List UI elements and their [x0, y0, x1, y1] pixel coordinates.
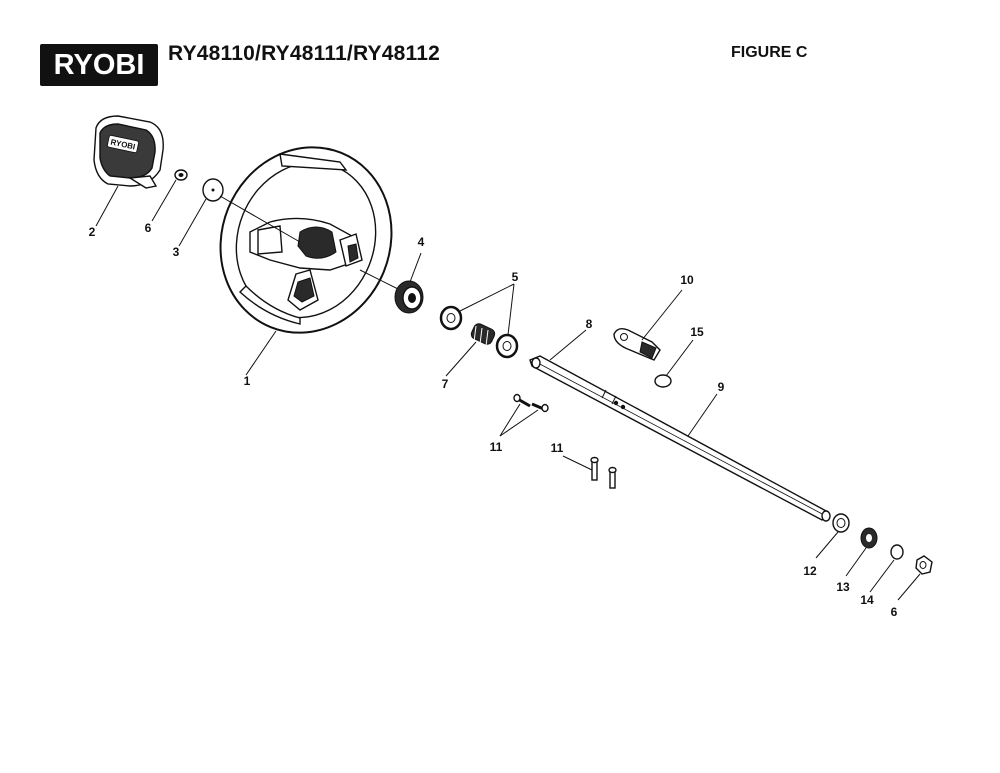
part-spring: [470, 323, 496, 347]
part-nut-lower: [915, 555, 933, 575]
part-washer-lower: [890, 544, 904, 560]
part-washer-b: [495, 333, 519, 359]
callout-labels: 1 2 3 4 5 6 7 8 9 10 11 11 12 13 14 6 15: [89, 221, 898, 619]
callout-6-lower: 6: [891, 605, 898, 619]
part-steering-wheel: [219, 146, 393, 334]
callout-7: 7: [442, 377, 449, 391]
ryobi-logo: RYOBI: [40, 44, 158, 86]
part-bushing: [832, 513, 850, 533]
callout-15: 15: [690, 325, 704, 339]
figure-label: FIGURE C: [731, 44, 808, 61]
callout-9: 9: [718, 380, 725, 394]
callout-2: 2: [89, 225, 96, 239]
callout-11-left: 11: [490, 440, 503, 454]
callout-6-top: 6: [145, 221, 152, 235]
model-numbers: RY48110/RY48111/RY48112: [168, 42, 441, 65]
callout-11-right: 11: [551, 441, 564, 455]
callout-13: 13: [836, 580, 850, 594]
leader-lines: [95, 179, 921, 601]
part-ring: [654, 374, 672, 388]
callout-10: 10: [680, 273, 694, 287]
part-hub-cover: RYOBI: [93, 115, 164, 189]
part-spline-gear: [394, 280, 424, 314]
part-disc: [202, 178, 224, 202]
assembly-axis-line-1: [219, 195, 301, 243]
callout-3: 3: [173, 245, 180, 259]
callout-5: 5: [512, 270, 519, 284]
part-pins-left: [513, 393, 549, 413]
part-nut-top: [174, 169, 188, 181]
part-steering-shaft: [529, 355, 831, 522]
callout-14: 14: [860, 593, 874, 607]
assembly-axis-line-2: [359, 269, 401, 291]
callout-12: 12: [803, 564, 817, 578]
logo-text: RYOBI: [53, 48, 145, 81]
callout-1: 1: [244, 374, 251, 388]
part-washer-a: [439, 305, 463, 331]
part-clip-bracket: [613, 327, 661, 361]
callout-4: 4: [418, 235, 425, 249]
part-gear-lower: [860, 527, 878, 549]
callout-8: 8: [586, 317, 593, 331]
part-pins-right: [590, 456, 617, 489]
